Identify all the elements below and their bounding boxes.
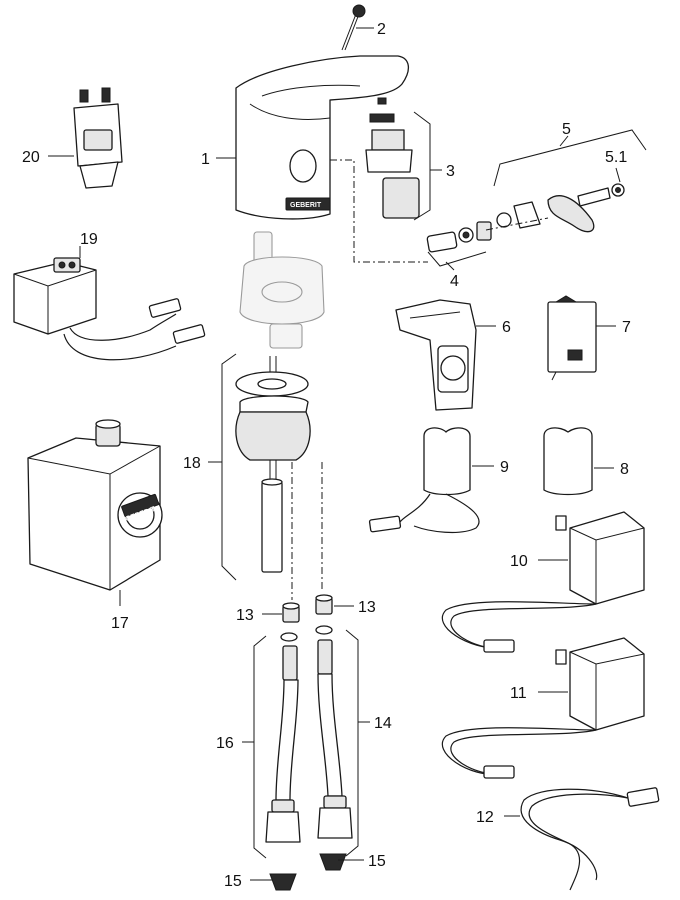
callout-10: 10 <box>510 553 528 570</box>
part-11-power-supply <box>441 637 645 779</box>
callout-13-left: 13 <box>236 607 254 624</box>
assembly-lines <box>291 159 549 600</box>
callout-3: 3 <box>446 163 455 180</box>
callout-16: 16 <box>216 735 234 752</box>
callout-18: 18 <box>183 455 201 472</box>
part-10-power-supply <box>441 511 645 653</box>
callout-13-right: 13 <box>358 599 376 616</box>
part-15-strainers <box>269 853 347 891</box>
part-12-cable <box>520 787 660 891</box>
callout-7: 7 <box>622 319 631 336</box>
part-20-valve <box>73 87 123 189</box>
part-9-battery-pack <box>368 427 480 534</box>
part-19-transformer <box>13 257 206 361</box>
part-8-battery <box>543 427 593 496</box>
part-18-mounting-kit <box>235 356 311 573</box>
mounting-ghost <box>239 231 325 349</box>
callout-12: 12 <box>476 809 494 826</box>
part-17-mixing-box: GEBERIT <box>27 419 163 591</box>
part-1-tap-body: GEBERIT <box>235 55 409 220</box>
callout-4: 4 <box>450 273 459 290</box>
callout-1: 1 <box>201 151 210 168</box>
callout-8: 8 <box>620 461 629 478</box>
callout-6: 6 <box>502 319 511 336</box>
callout-19: 19 <box>80 231 98 248</box>
callout-9: 9 <box>500 459 509 476</box>
part-3-aerator <box>365 97 420 219</box>
callout-5: 5 <box>562 121 571 138</box>
part-6-electronic-housing <box>395 299 477 411</box>
part-13-nipples <box>282 594 333 623</box>
part-5-lever <box>496 187 611 233</box>
callout-labels: 1 2 3 4 5 5.1 6 7 8 9 10 11 12 13 13 14 … <box>22 21 631 890</box>
part-7-control-module <box>547 295 597 381</box>
callout-15-right: 15 <box>368 853 386 870</box>
leader-lines <box>48 27 647 881</box>
callout-15-left: 15 <box>224 873 242 890</box>
callout-14: 14 <box>374 715 392 732</box>
callout-17: 17 <box>111 615 129 632</box>
callout-5-1: 5.1 <box>605 149 627 166</box>
part-5-1-screw <box>611 183 625 197</box>
callout-20: 20 <box>22 149 40 166</box>
callout-11: 11 <box>510 685 527 702</box>
brand-label: GEBERIT <box>290 202 322 209</box>
part-2-pin <box>341 4 366 51</box>
part-14-16-hoses <box>265 625 353 843</box>
callout-2: 2 <box>377 21 386 38</box>
part-4-cartridge <box>426 221 492 253</box>
